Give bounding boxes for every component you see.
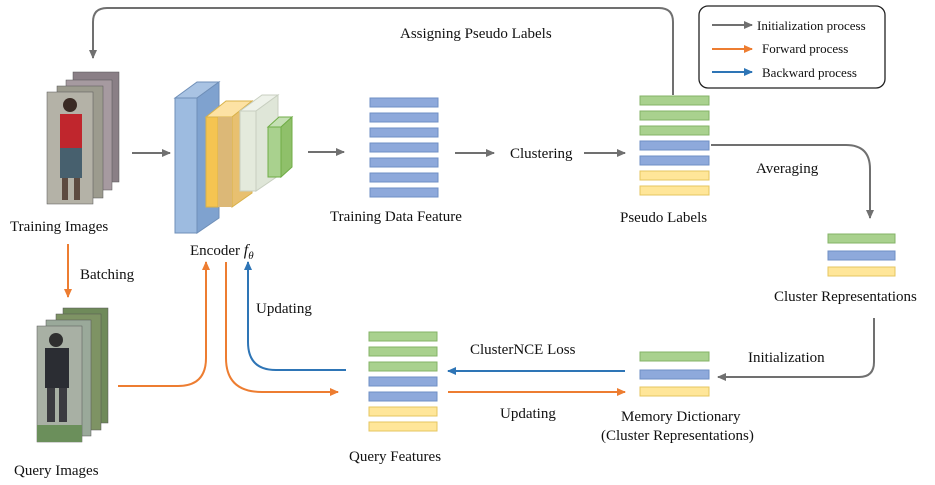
initialization-arrow — [717, 318, 875, 381]
cluster-representation-bars — [827, 233, 896, 277]
encoder-to-query-features-arrow — [225, 262, 339, 396]
assigning-label: Assigning Pseudo Labels — [400, 26, 552, 42]
clusternce-label: ClusterNCE Loss — [470, 342, 576, 358]
updating-left-label: Updating — [256, 301, 312, 317]
query-features-label: Query Features — [349, 449, 441, 465]
memory-dictionary-bars — [639, 351, 710, 397]
query-feature-bars — [368, 331, 438, 432]
query-images-label: Query Images — [14, 463, 99, 479]
training-images-label: Training Images — [10, 219, 108, 235]
clustering-label: Clustering — [510, 146, 573, 162]
training-feature-bars — [369, 97, 439, 198]
encoder-updating-arrow — [244, 261, 346, 371]
query-to-encoder-arrow — [118, 261, 210, 387]
training-feature-label: Training Data Feature — [330, 209, 462, 225]
legend-backward-label: Backward process — [762, 65, 857, 80]
encoder-label: Encoder fθ — [190, 242, 254, 262]
legend-forward-label: Forward process — [762, 41, 848, 56]
pseudo-labels-label: Pseudo Labels — [620, 210, 707, 226]
legend-initialization-label: Initialization process — [757, 18, 866, 33]
cluster-representations-label: Cluster Representations — [774, 289, 917, 305]
pseudo-label-bars — [639, 95, 710, 196]
averaging-arrow — [711, 144, 874, 219]
legend: Initialization process Forward process B… — [698, 5, 886, 89]
updating-bottom-label: Updating — [500, 406, 556, 422]
assign-pseudo-labels-arrow — [89, 7, 674, 95]
memory-dictionary-label: Memory Dictionary — [621, 409, 741, 425]
encoder-blocks — [173, 81, 294, 234]
query-images — [36, 307, 109, 443]
training-images — [46, 71, 120, 205]
averaging-label: Averaging — [756, 161, 819, 177]
batching-label: Batching — [80, 267, 135, 283]
initialization-label: Initialization — [748, 350, 825, 366]
memory-dictionary-sub-label: (Cluster Representations) — [601, 428, 754, 444]
